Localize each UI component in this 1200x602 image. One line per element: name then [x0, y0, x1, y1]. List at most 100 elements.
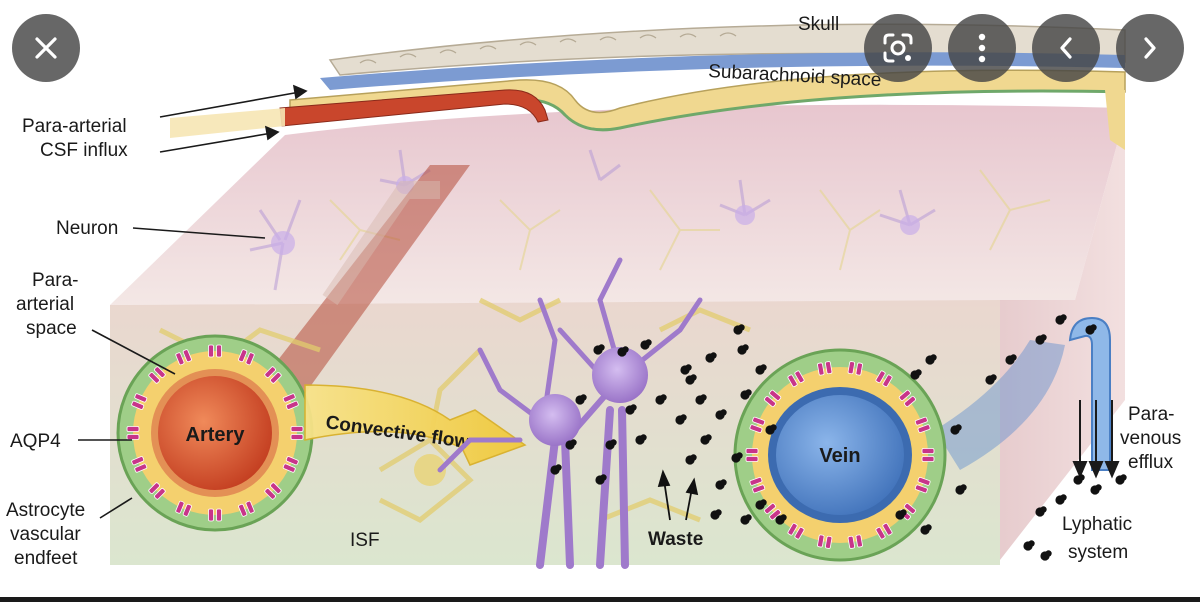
aqp4-channel	[154, 488, 166, 500]
para-arterial-space-label-2: arterial	[16, 294, 74, 315]
waste-particle	[1040, 506, 1047, 513]
waste-particle	[925, 524, 932, 531]
aqp4-channel	[855, 534, 863, 548]
waste-particle	[780, 514, 787, 521]
efflux-arrows	[1072, 400, 1120, 479]
waste-particle	[570, 439, 577, 446]
aqp4-channel	[270, 372, 282, 384]
aqp4-channel	[847, 361, 856, 375]
lymphatic-label-2: system	[1068, 542, 1128, 563]
more-options-button[interactable]	[948, 14, 1016, 82]
aqp4-channel	[290, 426, 304, 432]
artery-cross-section	[116, 334, 314, 532]
waste-particle	[690, 374, 697, 381]
chevron-right-icon	[1144, 37, 1156, 59]
aqp4-channel	[282, 463, 296, 473]
aqp4-channel	[134, 393, 148, 403]
waste-particle	[715, 509, 722, 516]
aqp4-channel	[794, 526, 805, 540]
waste-particle	[600, 474, 607, 481]
aqp4-channel	[216, 508, 222, 522]
aqp4-channel	[175, 352, 185, 366]
waste-particle	[1010, 354, 1017, 361]
waste-particle	[955, 424, 962, 431]
waste-particle	[760, 499, 767, 506]
aqp4-channel	[238, 503, 248, 517]
aqp4-channel	[270, 482, 282, 494]
vein-label: Vein	[819, 445, 860, 467]
aqp4-channel	[148, 482, 160, 494]
aqp4-channel	[264, 488, 276, 500]
aqp4-channel	[847, 535, 856, 549]
neuron-body-faint	[900, 215, 920, 235]
aqp4-channel	[764, 502, 777, 515]
aqp4-channel	[903, 502, 916, 515]
waste-particle	[1028, 540, 1035, 547]
bottom-edge-bar	[0, 597, 1200, 602]
aqp4-channel	[131, 400, 145, 410]
next-image-button[interactable]	[1116, 14, 1184, 82]
aqp4-channels-artery	[126, 344, 304, 522]
waste-particle	[610, 439, 617, 446]
neuron-body-faint	[735, 205, 755, 225]
aqp4-channel	[769, 389, 782, 401]
waste-particle	[900, 509, 907, 516]
aqp4-channel	[769, 509, 782, 521]
aqp4-channel	[882, 374, 893, 388]
para-arterial-influx-label-1: Para-arterial	[22, 116, 127, 137]
aqp4-channel	[817, 362, 825, 376]
artery-label: Artery	[186, 424, 246, 446]
aqp4-channel	[749, 424, 763, 434]
aqp4-channel	[154, 366, 166, 378]
aqp4-channel	[285, 456, 299, 466]
waste-particle	[745, 514, 752, 521]
waste-particle	[720, 479, 727, 486]
para-venous-label-1: Para-	[1128, 404, 1174, 425]
previous-image-button[interactable]	[1032, 14, 1100, 82]
aqp4-channel	[749, 476, 763, 486]
astrocyte-label-2: vascular	[10, 524, 81, 545]
surface-artery	[279, 89, 549, 127]
aqp4-channel	[134, 463, 148, 473]
waste-particle	[622, 346, 629, 353]
leader-lines	[78, 84, 308, 519]
waste-particle	[760, 364, 767, 371]
aqp4-channel	[817, 534, 825, 548]
brain-side-face	[1000, 115, 1125, 560]
aqp4-channel	[921, 448, 935, 454]
waste-particles	[550, 314, 1127, 561]
close-button[interactable]	[12, 14, 80, 82]
waste-particle	[1095, 484, 1102, 491]
aqp4-channel	[914, 484, 928, 494]
aqp4-channel	[752, 484, 766, 494]
astrocyte-body	[414, 454, 446, 486]
waste-label: Waste	[648, 529, 703, 550]
lymphatic-label-1: Lyphatic	[1062, 514, 1132, 535]
waste-particle	[990, 374, 997, 381]
waste-particle	[640, 434, 647, 441]
aqp4-channel	[208, 508, 214, 522]
para-venous-vessel	[1068, 316, 1111, 471]
waste-particle	[630, 404, 637, 411]
aqp4-channel	[882, 522, 893, 536]
aqp4-channel	[917, 476, 931, 486]
aqp4-channel	[126, 434, 140, 440]
aqp4-channel	[245, 500, 255, 514]
neuron-soma	[592, 347, 648, 403]
aqp4-channel	[921, 456, 935, 462]
aqp4-channel	[182, 503, 192, 517]
aqp4-channel	[290, 434, 304, 440]
aqp4-channel	[208, 344, 214, 358]
waste-particle	[745, 389, 752, 396]
google-lens-button[interactable]	[864, 14, 932, 82]
waste-particle	[1120, 474, 1127, 481]
waste-particle	[738, 324, 745, 331]
aqp4-channel	[126, 426, 140, 432]
waste-particle	[710, 352, 717, 359]
aqp4-channel	[875, 370, 886, 384]
waste-particle	[960, 484, 967, 491]
neuron-soma	[529, 394, 581, 446]
neuron-label: Neuron	[56, 218, 118, 239]
neuron-body	[271, 231, 295, 255]
